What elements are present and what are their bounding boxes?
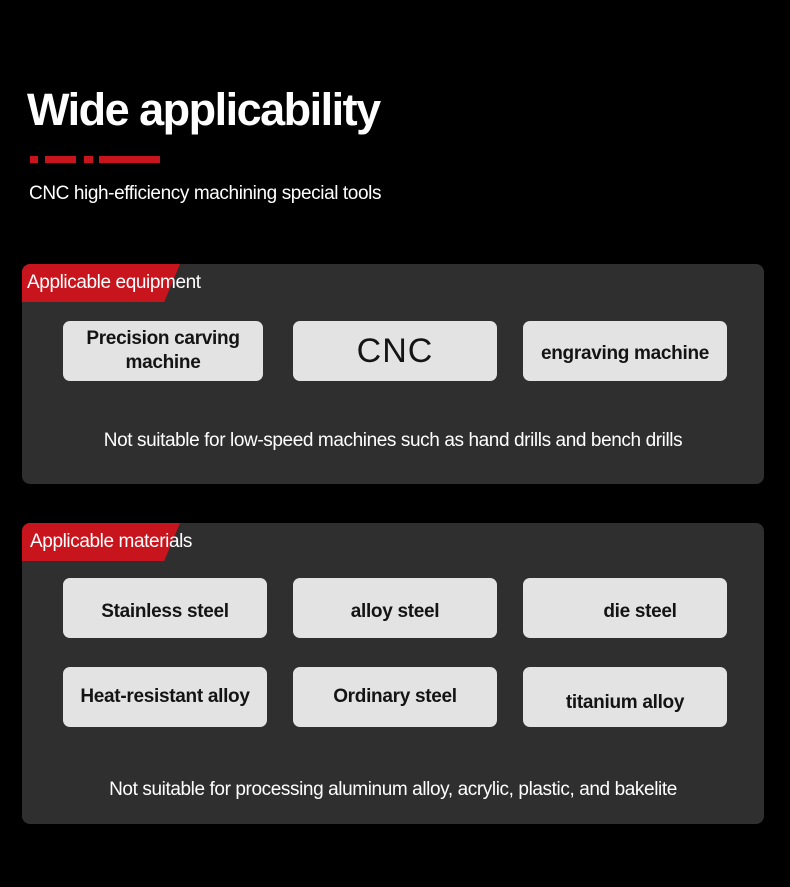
equipment-chip-precision-carving: Precision carving machine bbox=[63, 321, 263, 381]
equipment-label: Applicable equipment bbox=[27, 272, 201, 293]
accent-bar-segment bbox=[45, 156, 76, 163]
materials-panel: Applicable materials Stainless steel all… bbox=[22, 523, 764, 824]
accent-bar-segment bbox=[30, 156, 38, 163]
equipment-chip-engraving: engraving machine bbox=[523, 321, 727, 381]
materials-label: Applicable materials bbox=[30, 531, 193, 552]
material-chip-stainless-steel: Stainless steel bbox=[63, 578, 267, 638]
material-chip-titanium-alloy: titanium alloy bbox=[523, 667, 727, 727]
materials-tag bbox=[22, 523, 180, 561]
equipment-panel: Applicable equipment Precision carving m… bbox=[22, 264, 764, 484]
equipment-tag bbox=[22, 264, 180, 302]
material-chip-alloy-steel: alloy steel bbox=[293, 578, 497, 638]
page-title: Wide applicability bbox=[27, 84, 381, 135]
page-subtitle: CNC high-efficiency machining special to… bbox=[29, 183, 382, 204]
accent-bar-segment bbox=[84, 156, 93, 163]
accent-bar-segment bbox=[99, 156, 160, 163]
material-chip-heat-resistant-alloy: Heat-resistant alloy bbox=[63, 667, 267, 727]
materials-note: Not suitable for processing aluminum all… bbox=[109, 779, 677, 800]
equipment-chip-cnc: CNC bbox=[293, 321, 497, 381]
equipment-note: Not suitable for low-speed machines such… bbox=[103, 430, 683, 451]
material-chip-ordinary-steel: Ordinary steel bbox=[293, 667, 497, 727]
material-chip-die-steel: die steel bbox=[523, 578, 727, 638]
